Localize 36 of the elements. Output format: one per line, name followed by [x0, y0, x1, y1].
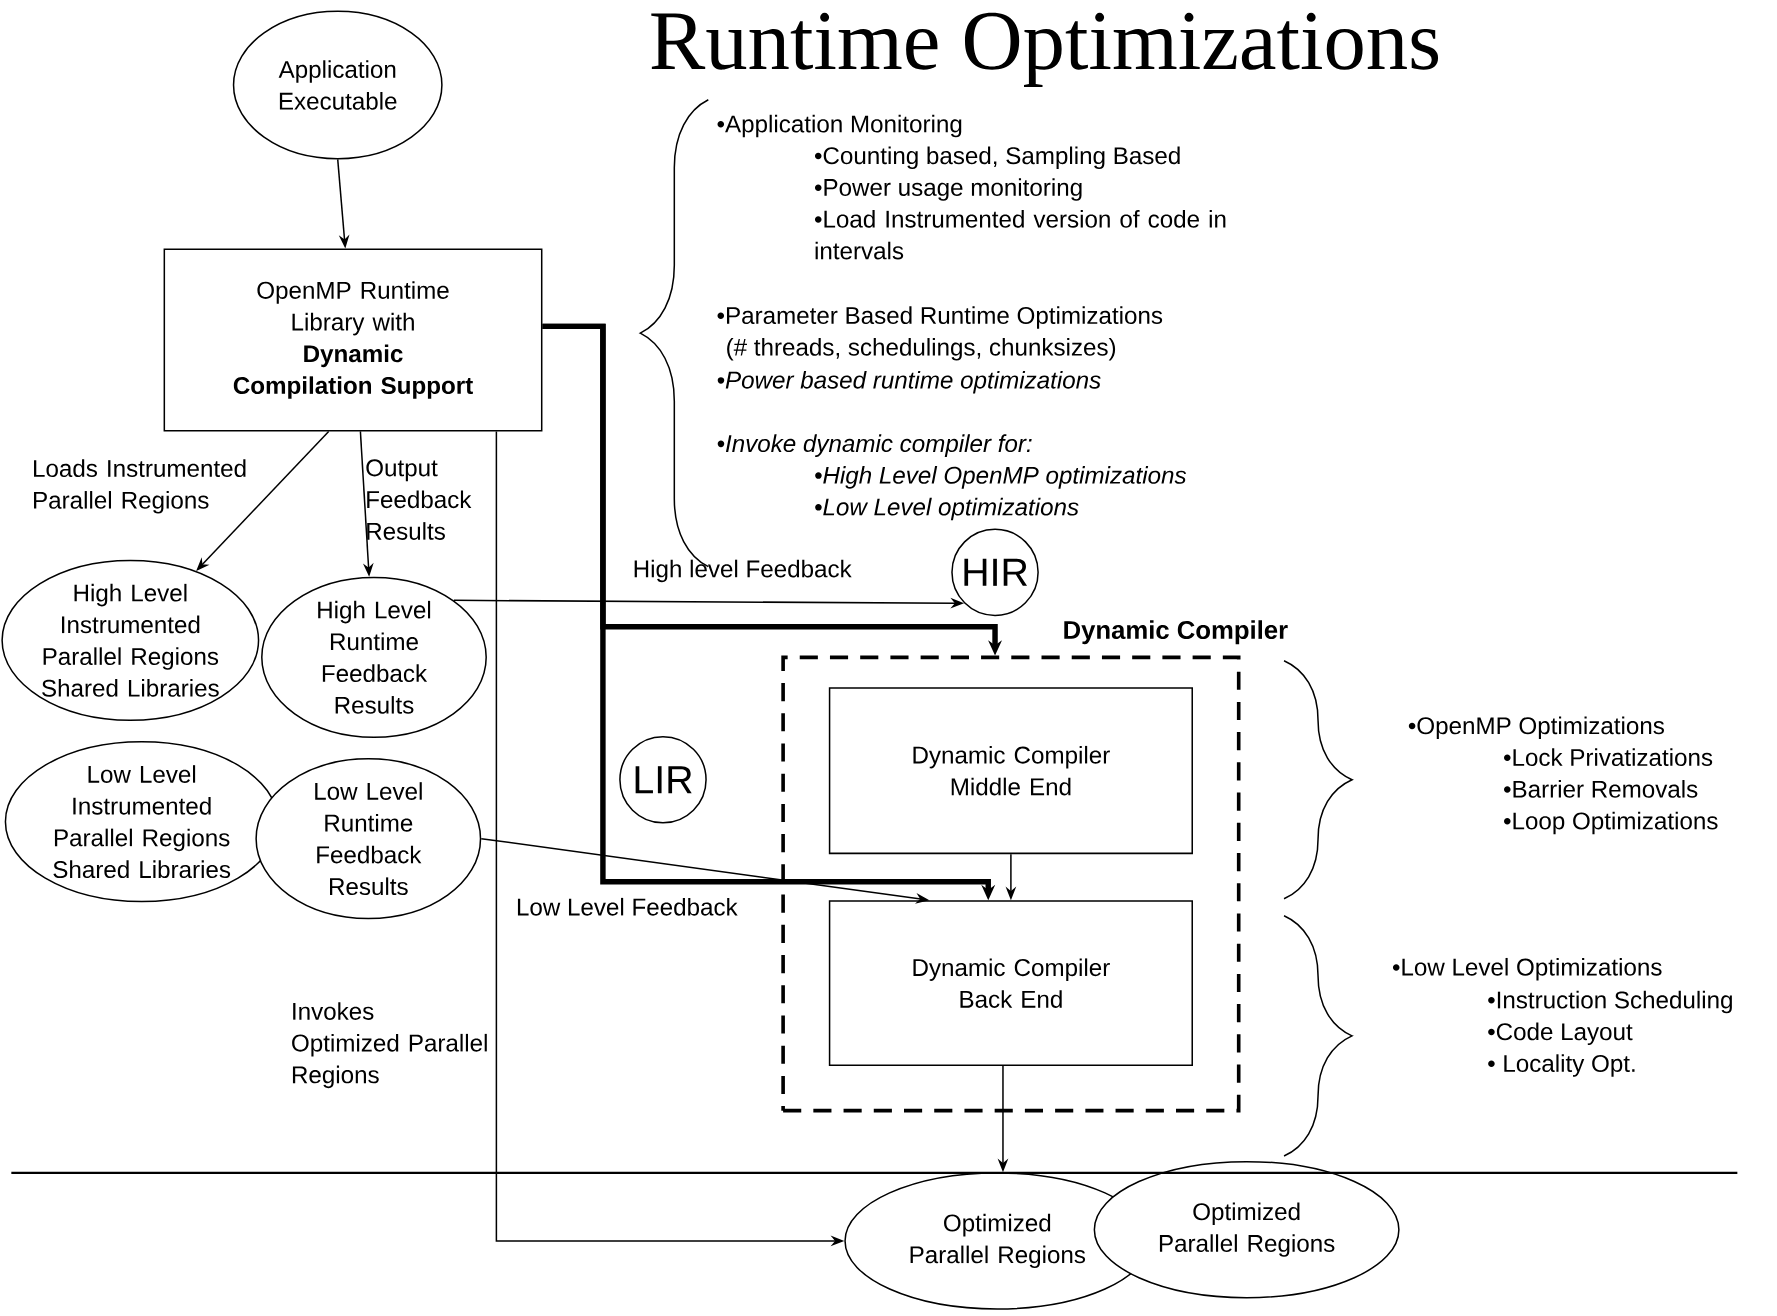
circled-label: HIR — [951, 528, 1039, 617]
title: Runtime Optimizations — [651, 13, 1439, 87]
bullet-text: •Barrier Removals — [1504, 780, 1698, 798]
ellipse-node: Low Level Runtime Feedback Results — [255, 758, 482, 920]
bullet-text: •Application Monitoring — [717, 114, 962, 138]
bullet-text: •Parameter Based Runtime Optimizations — [717, 306, 1163, 329]
edge-label: High level Feedback — [634, 559, 852, 583]
circled-label: LIR — [619, 736, 707, 824]
group-heading: Dynamic Compiler — [1064, 620, 1288, 645]
bullet-text: •Load Instrumented version of code in intervals — [814, 210, 1226, 260]
ellipse-node: High Level Runtime Feedback Results — [261, 576, 487, 739]
bullet-text: •Low Level Optimizations — [1392, 958, 1662, 981]
bullet-text: (# threads, schedulings, chunksizes) — [727, 338, 1116, 361]
bullet-text: •OpenMP Optimizations — [1408, 716, 1664, 740]
bullet-text: •Power usage monitoring — [814, 178, 1082, 201]
edge-label: Low Level Feedback — [517, 898, 738, 916]
bullet-text: •Invoke dynamic compiler for: — [717, 434, 1032, 458]
ellipse-node: High Level Instrumented Parallel Regions Shared Libraries — [1, 559, 260, 722]
bullet-text: • Locality Opt. — [1488, 1054, 1635, 1077]
bullet-text: •Loop Optimizations — [1504, 811, 1718, 835]
process-box: OpenMP Runtime Library with Dynamic Compilation Support — [163, 248, 543, 432]
process-box: Dynamic Compiler Back End — [828, 900, 1193, 1067]
bullet-text: •Instruction Scheduling — [1488, 990, 1732, 1014]
process-box: Dynamic Compiler Middle End — [828, 687, 1193, 855]
ellipse-node: Optimized Parallel Regions — [1093, 1161, 1400, 1299]
edge-label: Loads Instrumented Parallel Regions — [34, 459, 246, 514]
edge-label: Invokes Optimized Parallel Regions — [292, 1002, 487, 1089]
ellipse-node: Low Level Instrumented Parallel Regions Shared Libraries — [4, 741, 279, 903]
bullet-text: •Power based runtime optimizations — [717, 371, 1101, 394]
bullet-text: •Counting based, Sampling Based — [814, 146, 1180, 170]
bullet-text: •Lock Privatizations — [1504, 748, 1713, 767]
bullet-text: •Code Layout — [1488, 1022, 1633, 1046]
ellipse-node: Application Executable — [232, 10, 443, 160]
bullet-text: •High Level OpenMP optimizations — [815, 466, 1187, 489]
node-label: Optimized Parallel Regions — [1159, 1202, 1335, 1257]
edge-label: Output Feedback Results — [366, 459, 472, 540]
